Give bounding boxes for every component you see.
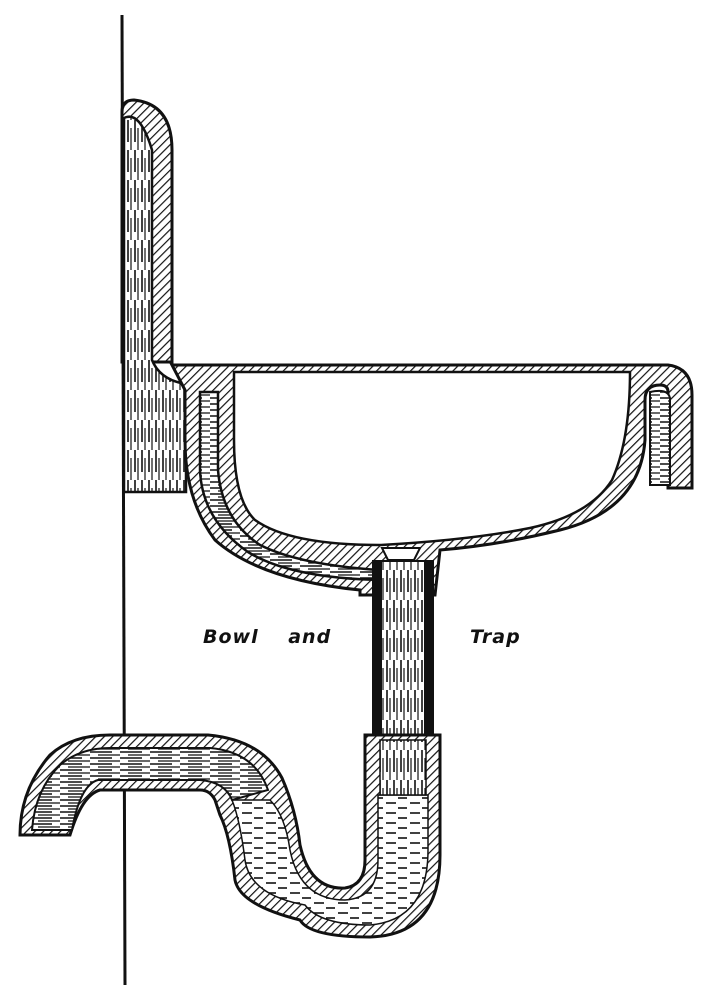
s-trap <box>18 733 442 939</box>
outlet-pipe <box>30 747 270 831</box>
label-trap: Trap <box>470 626 521 648</box>
bowl <box>169 363 694 597</box>
standpipe <box>372 560 434 735</box>
trap-water-seal <box>230 794 429 926</box>
back-panel <box>120 98 188 494</box>
label-bowl-and: Bowl and <box>203 626 332 648</box>
drain-grate <box>380 547 422 561</box>
